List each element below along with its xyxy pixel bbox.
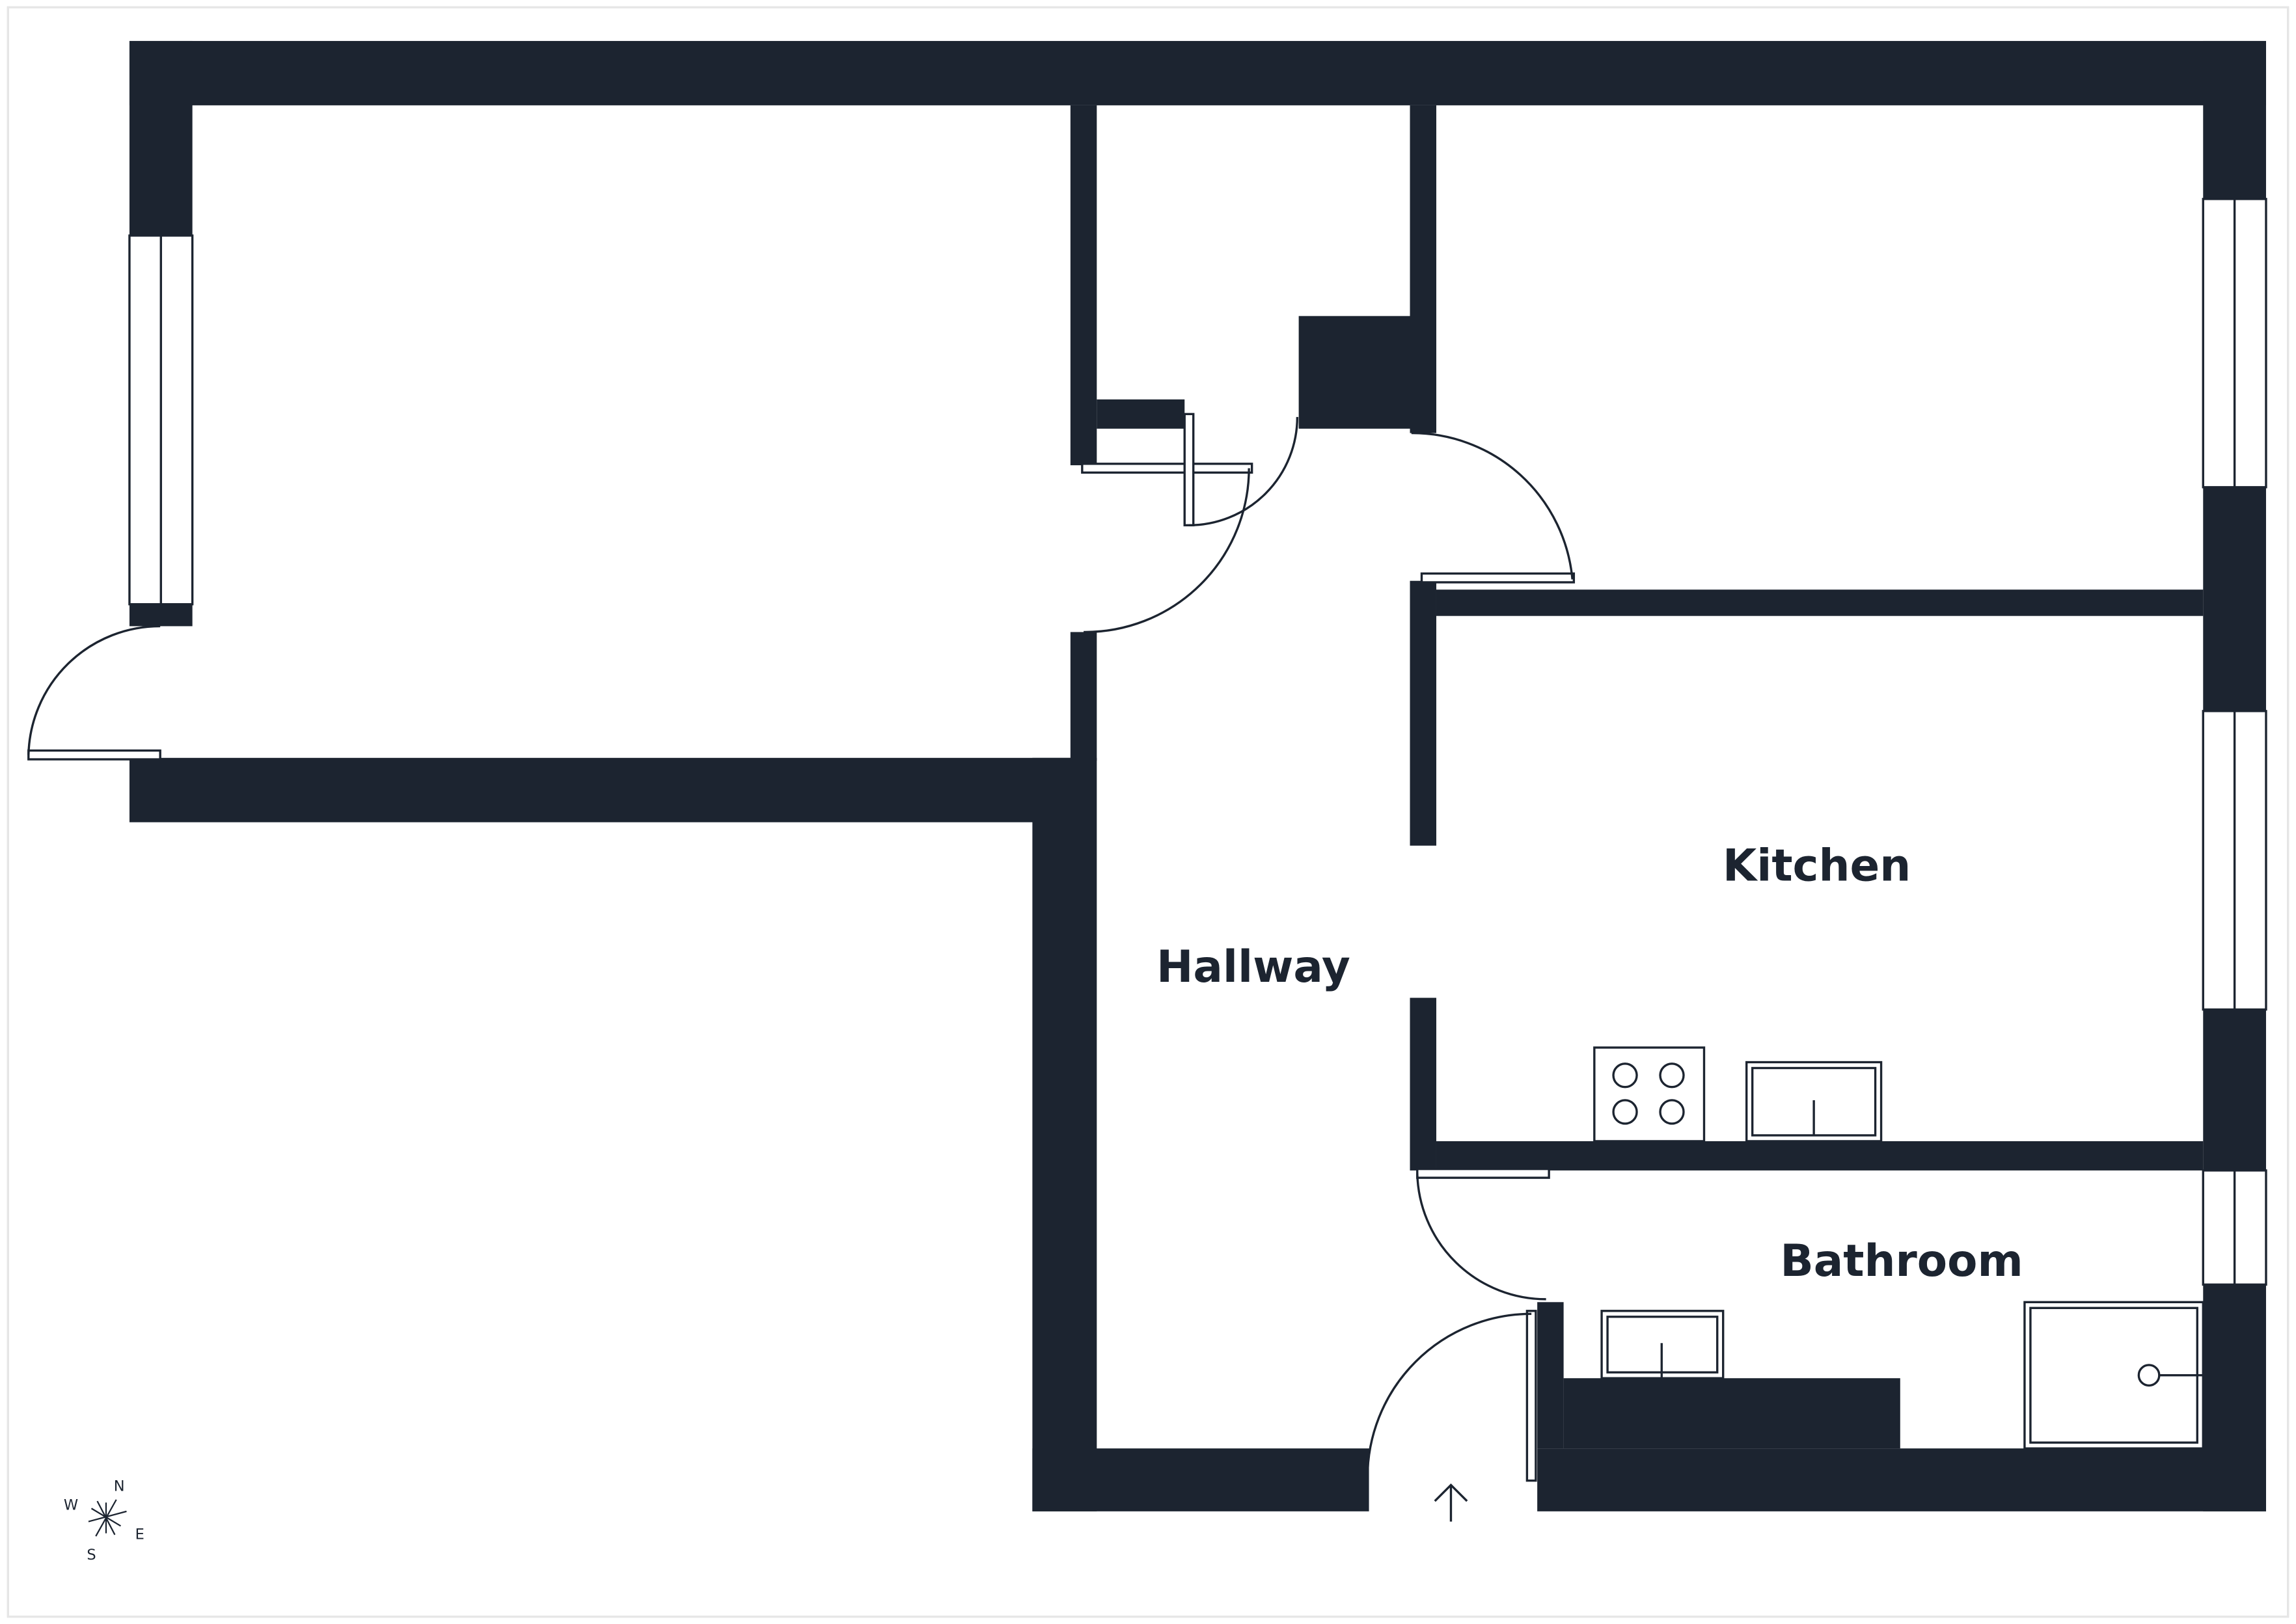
windows [128,198,2267,1286]
room-label-hallway: Hallway [1156,941,1350,992]
door-west [27,749,161,761]
compass-w: W [64,1497,78,1514]
door-bathroom [1416,1167,1550,1179]
shower-tray-icon [2023,1301,2204,1450]
door-closet [1183,413,1195,526]
compass-n: N [114,1478,125,1495]
door-living [1081,463,1253,474]
compass-rose-icon: N E S W [64,1478,144,1563]
page-border [7,6,2289,1618]
basin-icon [1600,1310,1725,1379]
walls [129,40,2266,1511]
doors [27,413,1576,1482]
hob-icon [1593,1046,1706,1143]
compass-s: S [87,1547,96,1563]
entry-arrow-icon [1434,1483,1468,1522]
sink-icon [1745,1061,1883,1143]
door-bedroom [1420,572,1576,584]
door-entrance [1525,1310,1537,1482]
compass-e: E [135,1526,144,1543]
room-label-bathroom: Bathroom [1780,1235,2023,1286]
room-label-kitchen: Kitchen [1723,840,1911,891]
